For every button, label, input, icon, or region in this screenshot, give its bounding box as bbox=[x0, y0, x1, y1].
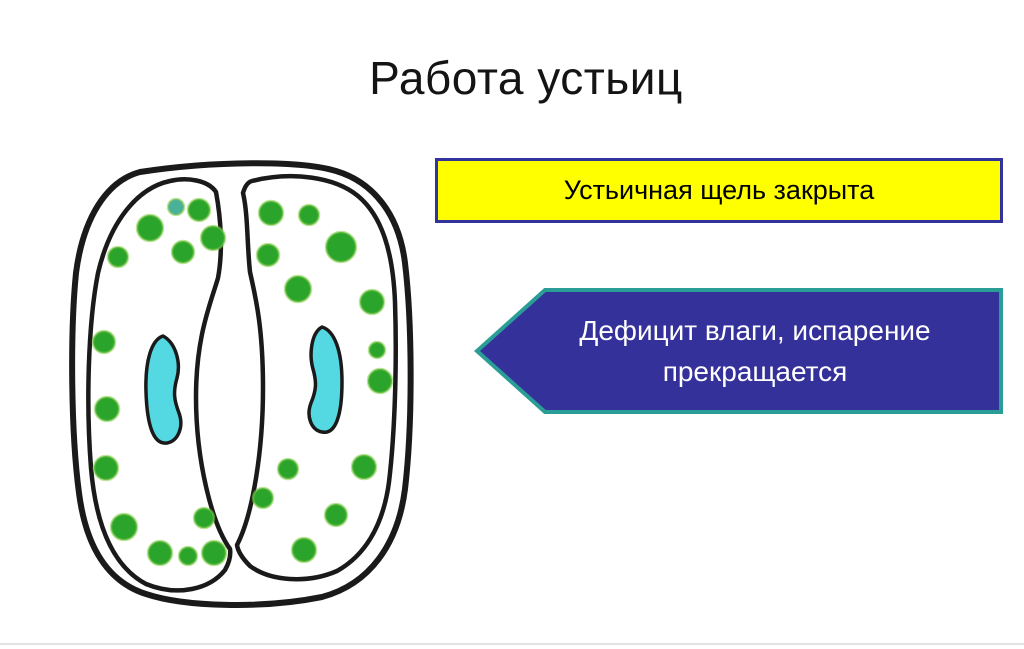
cause-arrow-shape bbox=[474, 288, 1003, 414]
chloroplast-dot bbox=[192, 506, 216, 530]
status-label-text: Устьичная щель закрыта bbox=[563, 175, 875, 205]
chloroplast-dot bbox=[146, 539, 174, 567]
chloroplast-dot bbox=[109, 512, 139, 542]
chloroplast-dot bbox=[323, 502, 349, 528]
chloroplast-dot bbox=[200, 539, 228, 567]
left-arrow-pentagon bbox=[474, 288, 1003, 414]
chloroplast-dot bbox=[350, 453, 378, 481]
chloroplast-dot bbox=[91, 329, 117, 355]
chloroplast-dot bbox=[367, 340, 387, 360]
nucleus-right bbox=[307, 325, 344, 434]
chloroplast-dot bbox=[93, 395, 121, 423]
chloroplast-dot bbox=[186, 197, 212, 223]
arrow-text-line-1: Дефицит влаги, испарение bbox=[579, 315, 931, 346]
chloroplast-dot bbox=[297, 203, 321, 227]
cause-arrow-text: Дефицит влаги, испарение прекращается bbox=[505, 310, 1005, 392]
cause-arrow: Дефицит влаги, испарение прекращается bbox=[470, 284, 1007, 420]
chloroplast-dot bbox=[166, 197, 186, 217]
stoma-illustration bbox=[69, 160, 414, 608]
chloroplast-dot bbox=[199, 224, 227, 252]
chloroplast-dot bbox=[290, 536, 318, 564]
chloroplasts-group bbox=[91, 197, 394, 567]
page-title: Работа устьиц bbox=[369, 52, 683, 104]
nucleus-left bbox=[144, 334, 183, 445]
chloroplast-dot bbox=[276, 457, 300, 481]
chloroplast-dot bbox=[358, 288, 386, 316]
arrow-text-line-2: прекращается bbox=[662, 356, 848, 387]
chloroplast-dot bbox=[366, 367, 394, 395]
chloroplast-dot bbox=[106, 245, 130, 269]
chloroplast-dot bbox=[255, 242, 281, 268]
chloroplast-dot bbox=[135, 213, 165, 243]
chloroplast-dot bbox=[92, 454, 120, 482]
chloroplast-dot bbox=[170, 239, 196, 265]
chloroplast-dot bbox=[283, 274, 313, 304]
chloroplast-dot bbox=[257, 199, 285, 227]
status-label-box: Устьичная щель закрыта bbox=[435, 158, 1003, 223]
slide-footer-line bbox=[0, 643, 1024, 645]
chloroplast-dot bbox=[324, 230, 358, 264]
chloroplast-dot bbox=[251, 486, 275, 510]
chloroplast-dot bbox=[177, 545, 199, 567]
